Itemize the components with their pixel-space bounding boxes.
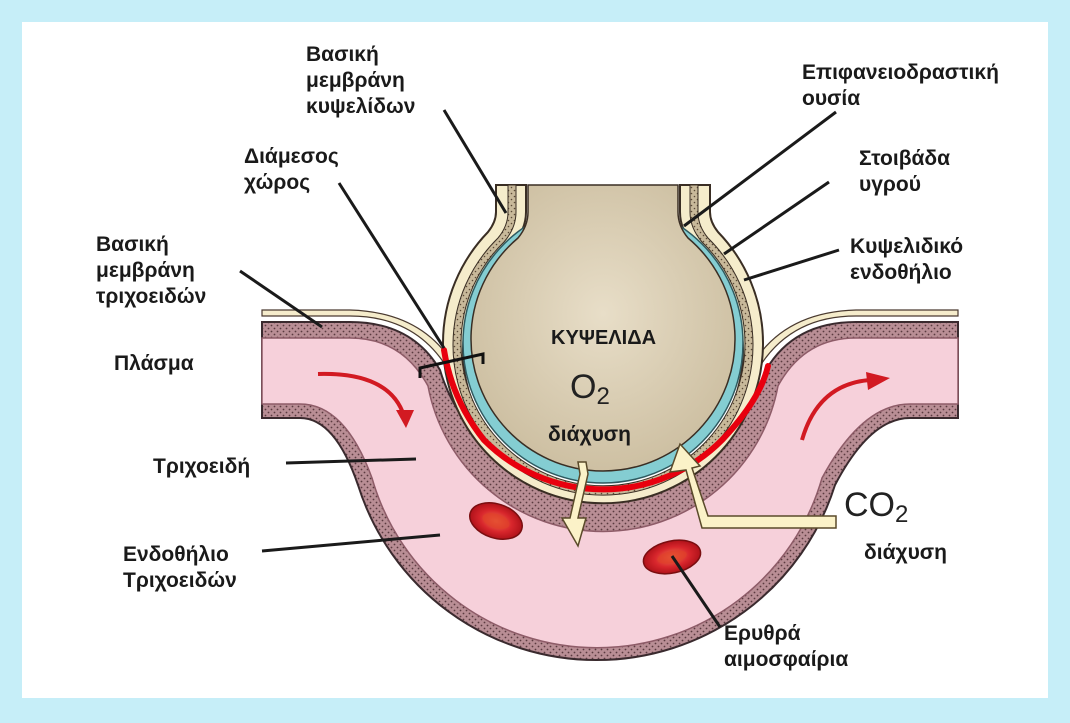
flow-arrow-icon	[317, 371, 414, 428]
red-blood-cell-icon	[469, 502, 523, 540]
capillary-lumen	[261, 337, 959, 649]
label-red-blood-cells: Ερυθρά αιμοσφαίρια	[724, 622, 849, 671]
o2-symbol: O2	[570, 368, 610, 410]
label-fluid-layer: Στοιβάδα υγρού	[859, 147, 951, 196]
label-alveolar-basement-membrane: Βασική μεμβράνη κυψελίδων	[306, 43, 416, 118]
alveolus	[470, 184, 736, 472]
co2-diffusion-caption: διάχυση	[864, 541, 947, 564]
label-surfactant: Επιφανειοδραστική ουσία	[802, 61, 999, 110]
label-capillary: Τριχοειδή	[153, 455, 251, 478]
label-plasma: Πλάσμα	[114, 352, 194, 375]
flow-arrow-icon	[800, 372, 890, 441]
diffusion-arrow-icon	[668, 442, 837, 529]
label-interstitial-space: Διάμεσος χώρος	[244, 145, 339, 194]
label-capillary-basement-membrane: Βασική μεμβράνη τριχοειδών	[96, 233, 207, 308]
respiratory-membrane-line	[441, 347, 771, 493]
label-alveolus: ΚΥΨΕΛΙΔΑ	[551, 327, 657, 349]
label-capillary-endothelium: Ενδοθήλιο Τριχοειδών	[123, 543, 237, 592]
interstitial-bracket	[418, 352, 485, 378]
co2-symbol: CO2	[844, 486, 909, 528]
leader-lines	[239, 109, 840, 628]
diffusion-arrow-icon	[560, 461, 589, 548]
label-alveolar-epithelium: Κυψελιδικό ενδοθήλιο	[850, 235, 964, 284]
o2-diffusion-caption: διάχυση	[548, 423, 631, 446]
